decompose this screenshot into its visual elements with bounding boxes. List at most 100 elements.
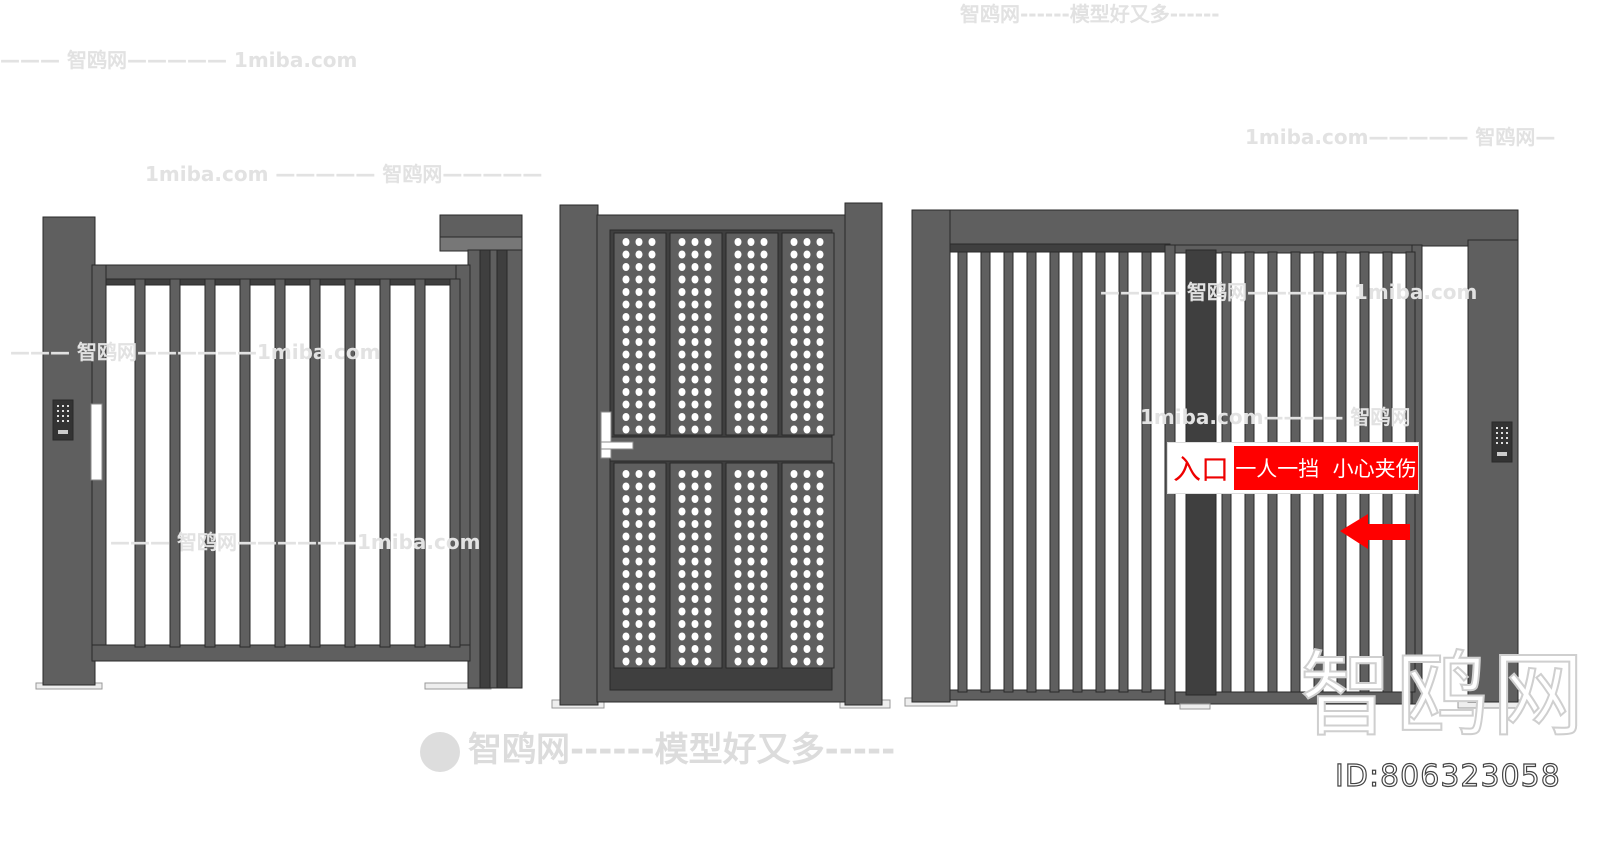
- perforation-hole: [678, 300, 686, 309]
- bottom-banner-text: 智鸥网------模型好又多-----: [468, 730, 896, 770]
- perforation-hole: [648, 645, 656, 653]
- keypad-key: [67, 420, 69, 422]
- perforation-hole: [760, 275, 768, 284]
- perforation-hole: [678, 645, 686, 653]
- keypad-key: [67, 405, 69, 407]
- perforation-hole: [790, 595, 798, 603]
- perforation-hole: [790, 632, 798, 641]
- perforation-hole: [635, 400, 643, 409]
- perforation-hole: [678, 238, 686, 246]
- gate3-fixed-bar: [1026, 251, 1037, 693]
- perforation-hole: [635, 413, 643, 421]
- perforation-hole: [635, 250, 643, 259]
- perforation-hole: [691, 507, 699, 516]
- gate3-right-post: [1467, 239, 1519, 703]
- perforation-hole: [816, 375, 824, 384]
- perforation-hole: [747, 338, 755, 346]
- perforation-hole: [648, 238, 656, 246]
- perforation-hole: [691, 388, 699, 396]
- perforation-hole: [678, 388, 686, 396]
- perforation-hole: [816, 238, 824, 246]
- perforation-hole: [734, 557, 742, 566]
- perforation-hole: [816, 263, 824, 271]
- perforation-hole: [803, 620, 811, 628]
- perforation-hole: [803, 607, 811, 616]
- perforation-hole: [803, 470, 811, 478]
- perforation-hole: [803, 545, 811, 553]
- perforation-hole: [635, 338, 643, 346]
- perforation-hole: [622, 595, 630, 603]
- perforation-hole: [635, 288, 643, 296]
- perforation-hole: [747, 645, 755, 653]
- perforation-hole: [734, 545, 742, 553]
- perforation-hole: [747, 325, 755, 334]
- perforation-hole: [678, 570, 686, 578]
- gate1-right-post-groove: [496, 249, 508, 689]
- perforation-hole: [678, 250, 686, 259]
- perforation-hole: [790, 313, 798, 321]
- perforation-hole: [622, 632, 630, 641]
- perforation-hole: [704, 275, 712, 284]
- perforation-hole: [760, 325, 768, 334]
- perforation-hole: [678, 263, 686, 271]
- perforation-hole: [635, 507, 643, 516]
- perforation-hole: [691, 300, 699, 309]
- gate2-lever-handle-arm: [600, 441, 634, 450]
- perforation-hole: [816, 482, 824, 491]
- perforation-hole: [704, 263, 712, 271]
- perforation-hole: [734, 350, 742, 359]
- gate1-motor-cap-face: [439, 236, 523, 252]
- perforation-hole: [803, 313, 811, 321]
- perforation-hole: [678, 325, 686, 334]
- perforation-hole: [691, 325, 699, 334]
- perforation-hole: [635, 363, 643, 371]
- perforation-hole: [622, 388, 630, 396]
- perforation-hole: [816, 620, 824, 628]
- perforation-hole: [635, 350, 643, 359]
- perforation-hole: [622, 545, 630, 553]
- perforation-hole: [691, 413, 699, 421]
- perforation-hole: [734, 238, 742, 246]
- gate2-middle-rail: [609, 436, 833, 462]
- perforation-hole: [691, 620, 699, 628]
- perforation-hole: [790, 300, 798, 309]
- perforation-hole: [678, 595, 686, 603]
- perforation-hole: [704, 288, 712, 296]
- perforation-hole: [760, 645, 768, 653]
- perforation-hole: [635, 657, 643, 666]
- perforation-hole: [816, 632, 824, 641]
- perforation-hole: [691, 250, 699, 259]
- perforation-hole: [691, 425, 699, 434]
- perforation-hole: [691, 363, 699, 371]
- perforation-hole: [734, 570, 742, 578]
- perforation-hole: [803, 557, 811, 566]
- perforation-hole: [747, 350, 755, 359]
- perforation-hole: [704, 313, 712, 321]
- perforation-hole: [691, 657, 699, 666]
- perforation-hole: [734, 288, 742, 296]
- perforation-hole: [704, 375, 712, 384]
- perforation-hole: [803, 520, 811, 528]
- perforation-hole: [747, 632, 755, 641]
- watermark-gate1-mid: ——— 智鸥网——————1miba.com: [10, 340, 381, 364]
- perforation-hole: [622, 470, 630, 478]
- perforation-hole: [704, 238, 712, 246]
- perforation-hole: [678, 350, 686, 359]
- perforation-hole: [622, 350, 630, 359]
- perforation-hole: [790, 250, 798, 259]
- perforation-hole: [678, 275, 686, 284]
- perforation-hole: [803, 375, 811, 384]
- perforation-hole: [760, 425, 768, 434]
- perforation-hole: [790, 470, 798, 478]
- keypad-card-reader: [1497, 452, 1507, 456]
- perforation-hole: [816, 400, 824, 409]
- perforation-hole: [816, 250, 824, 259]
- perforation-hole: [622, 570, 630, 578]
- perforation-hole: [635, 495, 643, 503]
- watermark-bottom-banner: 智鸥网------模型好又多-----: [420, 730, 895, 772]
- perforation-hole: [803, 570, 811, 578]
- perforation-hole: [678, 520, 686, 528]
- gate1-frame-top: [91, 264, 471, 280]
- perforation-hole: [816, 507, 824, 516]
- perforation-hole: [691, 338, 699, 346]
